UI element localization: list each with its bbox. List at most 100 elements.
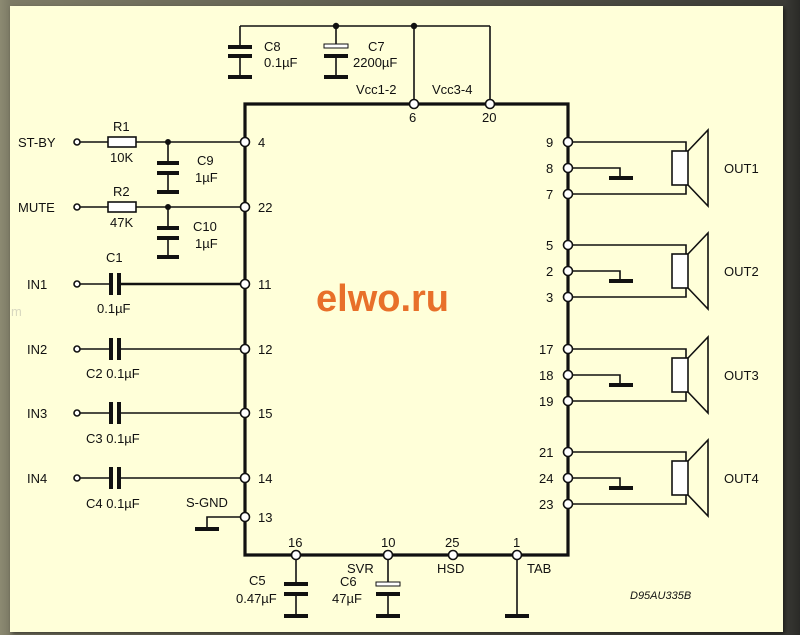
- c6-value: 47µF: [332, 591, 362, 606]
- pin-label: 2: [546, 264, 553, 279]
- pin-4-label: 4: [258, 135, 265, 150]
- resistor-r1: [107, 136, 137, 148]
- pin-24: [562, 472, 574, 484]
- output-1: 9 8 7 OUT1: [546, 128, 759, 208]
- c10-value: 1µF: [195, 236, 218, 251]
- in1-terminal: [73, 280, 81, 288]
- pin-22-label: 22: [258, 200, 272, 215]
- pin-label: 8: [546, 161, 553, 176]
- stby-label: ST-BY: [18, 135, 56, 150]
- stray-text: m: [11, 304, 22, 319]
- ground-icon: [609, 176, 633, 180]
- c7-name: C7: [368, 39, 385, 54]
- input-in2: IN2 C2 0.1µF 12: [27, 338, 272, 381]
- pin-12: [239, 343, 251, 355]
- capacitor-c1: [109, 273, 113, 295]
- pin-2: [562, 265, 574, 277]
- input-section: IN1 C1 0.1µF 11 IN2 C2 0.1µF 12 IN3: [11, 250, 272, 511]
- pin-19: [562, 395, 574, 407]
- c7-value: 2200µF: [353, 55, 397, 70]
- pin-11-label: 11: [258, 277, 272, 292]
- pin-13: [239, 511, 251, 523]
- pin-label: 5: [546, 238, 553, 253]
- c4-label: C4 0.1µF: [86, 496, 140, 511]
- pin-label: 21: [539, 445, 553, 460]
- pin-16: [290, 549, 302, 561]
- pin-25-label: 25: [445, 535, 459, 550]
- tab-label: TAB: [527, 561, 551, 576]
- pin-label: 3: [546, 290, 553, 305]
- stby-terminal: [73, 138, 81, 146]
- output-label: OUT1: [724, 161, 759, 176]
- r1-name: R1: [113, 119, 130, 134]
- in2-terminal: [73, 345, 81, 353]
- pin-15: [239, 407, 251, 419]
- pin-15-label: 15: [258, 406, 272, 421]
- pin-20-label: 20: [482, 110, 496, 125]
- pin-13-label: 13: [258, 510, 272, 525]
- pin-21: [562, 446, 574, 458]
- hsd-label: HSD: [437, 561, 464, 576]
- bottom-section: 16 C5 0.47µF 10 SVR C6 47µF 25 HSD 1 TAB: [236, 535, 551, 618]
- pin-23: [562, 498, 574, 510]
- svr-label: SVR: [347, 561, 374, 576]
- schematic-sheet: [10, 6, 783, 632]
- pin-label: 17: [539, 342, 553, 357]
- pin-7: [562, 188, 574, 200]
- pin-5: [562, 239, 574, 251]
- capacitor-c10: [157, 207, 179, 259]
- pin-8: [562, 162, 574, 174]
- in4-terminal: [73, 474, 81, 482]
- pin-9: [562, 136, 574, 148]
- pin-16-label: 16: [288, 535, 302, 550]
- capacitor-c4: [109, 467, 113, 489]
- capacitor-c5: [284, 582, 308, 618]
- c1-name: C1: [106, 250, 123, 265]
- pin-label: 18: [539, 368, 553, 383]
- pin-10-label: 10: [381, 535, 395, 550]
- in3-label: IN3: [27, 406, 47, 421]
- pin-12-label: 12: [258, 342, 272, 357]
- speaker-icon: [671, 438, 709, 518]
- r2-value: 47K: [110, 215, 133, 230]
- c9-value: 1µF: [195, 170, 218, 185]
- control-section: ST-BY R1 10K C9 1µF 4 MUTE R2 47K: [18, 119, 272, 259]
- ground-icon: [609, 279, 633, 283]
- capacitor-c6: [375, 581, 401, 618]
- pin-25: [447, 549, 459, 561]
- ground-icon: [609, 486, 633, 490]
- c3-label: C3 0.1µF: [86, 431, 140, 446]
- input-in1: IN1 C1 0.1µF 11: [27, 250, 272, 316]
- c9-name: C9: [197, 153, 214, 168]
- pin-label: 23: [539, 497, 553, 512]
- sgnd-label: S-GND: [186, 495, 228, 510]
- output-label: OUT3: [724, 368, 759, 383]
- c6-name: C6: [340, 574, 357, 589]
- c5-name: C5: [249, 573, 266, 588]
- speaker-icon: [671, 231, 709, 311]
- pin-label: 7: [546, 187, 553, 202]
- in1-label: IN1: [27, 277, 47, 292]
- pin-22: [239, 201, 251, 213]
- in4-label: IN4: [27, 471, 47, 486]
- ground-icon: [505, 614, 529, 618]
- capacitor-c2: [109, 338, 113, 360]
- r1-value: 10K: [110, 150, 133, 165]
- pin-label: 9: [546, 135, 553, 150]
- c5-value: 0.47µF: [236, 591, 277, 606]
- mute-label: MUTE: [18, 200, 55, 215]
- drawing-code: D95AU335B: [630, 590, 691, 602]
- c10-name: C10: [193, 219, 217, 234]
- pin-14-label: 14: [258, 471, 272, 486]
- output-label: OUT4: [724, 471, 759, 486]
- ic-body: [243, 102, 570, 557]
- pin-1: [511, 549, 523, 561]
- capacitor-c7: [323, 26, 349, 79]
- pin-6-label: 6: [409, 110, 416, 125]
- input-in4: IN4 C4 0.1µF 14: [27, 467, 272, 511]
- pin-11: [239, 278, 251, 290]
- vcc34-label: Vcc3-4: [432, 82, 472, 97]
